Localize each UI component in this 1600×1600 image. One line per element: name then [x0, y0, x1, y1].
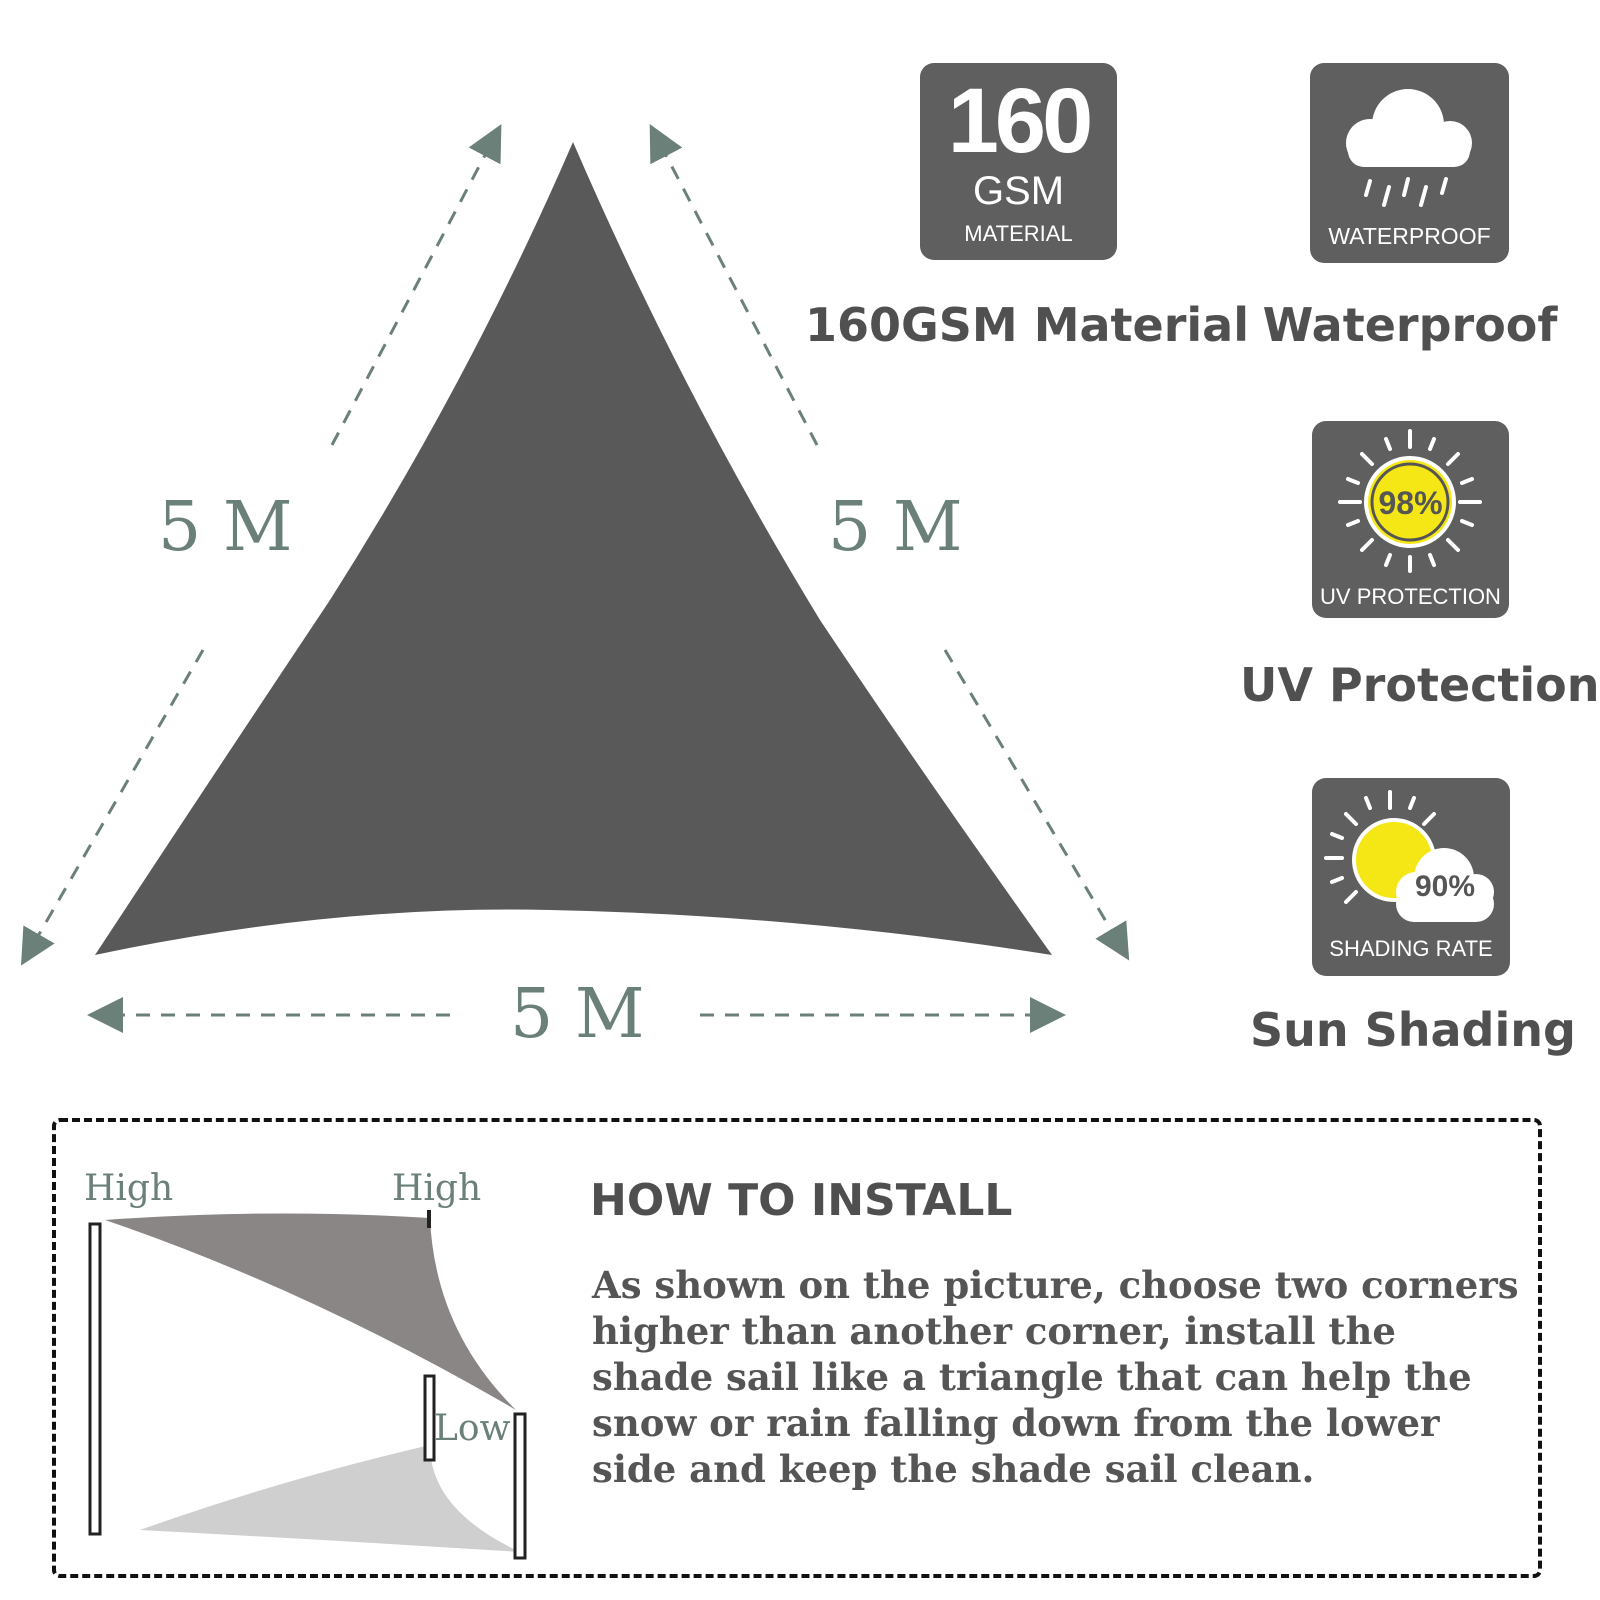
- gsm-unit: GSM: [972, 169, 1065, 213]
- gsm-number: 160: [947, 70, 1094, 172]
- waterproof-feature-label: Waterproof: [1262, 298, 1558, 352]
- pole-middle: [423, 1374, 436, 1462]
- shade-sail-diagram: [21, 124, 1130, 1033]
- waterproof-badge: WATERPROOF: [1310, 63, 1509, 263]
- right-dimension-arrow-upper: [649, 124, 819, 446]
- uv-feature-label: UV Protection: [1240, 658, 1600, 712]
- install-instructions: As shown on the picture, choose two corn…: [592, 1263, 1519, 1491]
- sun-cloud-icon: [1324, 790, 1494, 922]
- install-title: HOW TO INSTALL: [590, 1175, 1013, 1226]
- uv-caption: UV PROTECTION: [1320, 584, 1501, 609]
- pole-right: [513, 1412, 527, 1560]
- install-label-low: Low: [434, 1408, 511, 1449]
- install-label-high-left: High: [84, 1168, 174, 1209]
- right-dimension-arrow-lower: [943, 649, 1130, 961]
- sail-shadow: [140, 1445, 520, 1552]
- gsm-caption: MATERIAL: [964, 221, 1073, 246]
- bottom-dimension-label: 5 M: [510, 975, 645, 1054]
- left-dimension-arrow-lower: [21, 649, 205, 966]
- pole-left: [88, 1222, 102, 1536]
- install-diagram: [88, 1210, 527, 1560]
- gsm-feature-label: 160GSM Material: [805, 298, 1249, 352]
- waterproof-caption: WATERPROOF: [1328, 223, 1491, 249]
- gsm-badge: 160 GSM MATERIAL: [920, 63, 1117, 260]
- rain-cloud-icon: [1346, 89, 1472, 207]
- shading-percent: 90%: [1414, 870, 1476, 903]
- shade-sail-triangle: [95, 142, 1052, 955]
- left-dimension-label: 5 M: [158, 488, 293, 567]
- install-sail: [105, 1213, 516, 1410]
- shading-feature-label: Sun Shading: [1250, 1003, 1576, 1057]
- sun-icon: [1338, 429, 1482, 573]
- install-label-high-right: High: [392, 1168, 482, 1209]
- shading-badge: 90% SHADING RATE: [1312, 778, 1510, 976]
- install-section: [52, 1118, 1542, 1578]
- shading-caption: SHADING RATE: [1329, 936, 1493, 961]
- left-dimension-arrow-upper: [330, 124, 502, 446]
- right-dimension-label: 5 M: [828, 488, 963, 567]
- uv-badge: 98% UV PROTECTION: [1312, 421, 1509, 618]
- uv-percent: 98%: [1378, 485, 1443, 521]
